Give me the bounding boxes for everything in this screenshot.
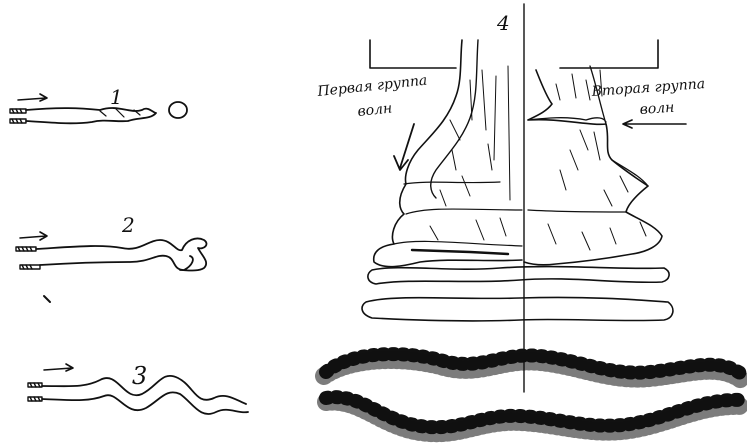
ink-mark <box>44 296 50 302</box>
nozzle-right-wall <box>560 40 658 68</box>
wavy-jet <box>36 238 206 270</box>
wall-hatch <box>16 247 40 269</box>
panel-2-number: 2 <box>121 213 135 237</box>
droplet <box>169 102 187 118</box>
wall-hatch <box>10 109 26 123</box>
nozzle-left-wall <box>370 40 456 68</box>
panel-2: 2 <box>16 213 206 302</box>
jet-left-half <box>374 40 522 267</box>
left-caption-line1: Первая группа <box>316 73 428 101</box>
second-group-arrow <box>623 120 686 128</box>
panel-4-number: 4 <box>496 11 510 35</box>
wave-ribbon-upper <box>368 267 669 284</box>
panel-3: 3 <box>28 362 248 414</box>
panel-4: 4 Первая группа волн Втор <box>316 4 744 433</box>
panel-3-number: 3 <box>132 362 147 390</box>
jet-stream <box>26 108 156 123</box>
wall-hatch <box>28 383 42 401</box>
right-caption-line2: волн <box>639 100 675 118</box>
shading-left <box>412 66 510 254</box>
wave-ribbon-lower <box>362 297 673 320</box>
panel-1-number: 1 <box>110 85 123 109</box>
flow-arrow <box>20 232 47 240</box>
right-caption-line1: Вторая группа <box>590 76 705 100</box>
flow-arrow <box>44 364 73 371</box>
left-caption-line2: волн <box>357 100 393 120</box>
flow-arrow <box>18 94 47 101</box>
flow-direction-arrow <box>394 124 414 170</box>
panel-1: 1 <box>10 85 187 123</box>
